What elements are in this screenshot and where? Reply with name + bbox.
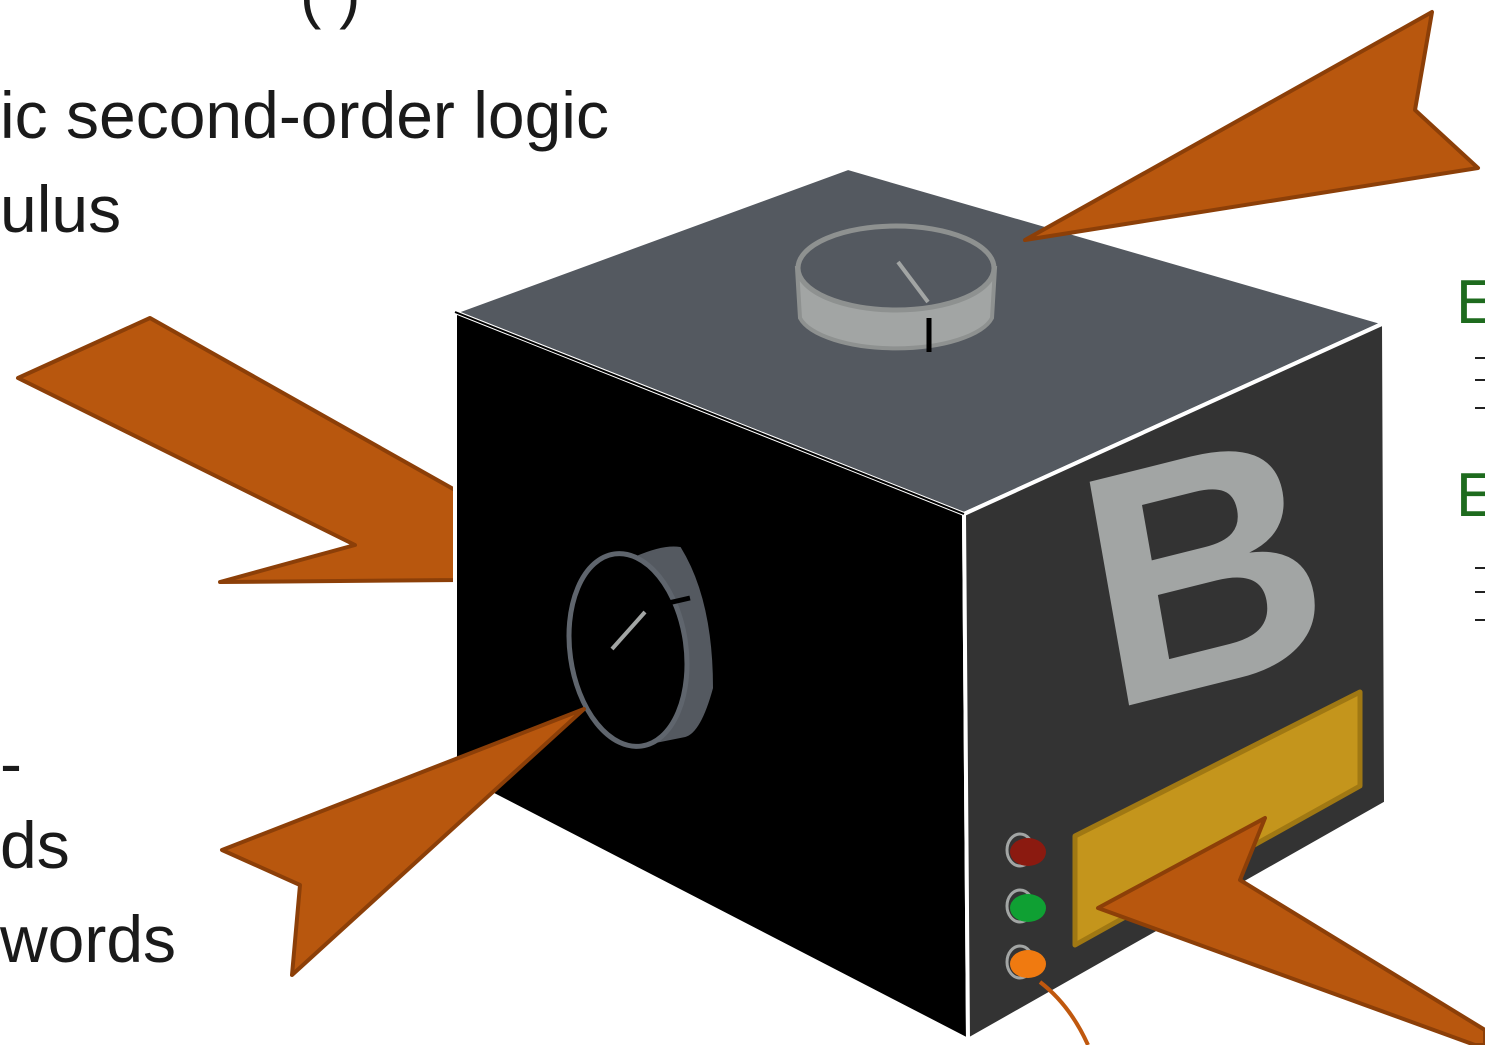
led-orange-icon — [1005, 944, 1046, 980]
top-brace-fragment: ( ) — [300, 0, 360, 26]
led-red-icon — [1005, 832, 1046, 868]
left-input-arrow-icon — [16, 316, 462, 584]
front-dial-icon[interactable] — [557, 546, 714, 754]
top-right-arrow-icon — [1023, 10, 1480, 242]
text-line-words-1: ds — [0, 808, 70, 882]
text-line-second-order-logic: ic second-order logic — [0, 78, 609, 152]
right-side-lines — [1475, 357, 1485, 621]
right-heading-2: E — [1456, 461, 1485, 530]
bottom-right-arrow-icon — [1096, 816, 1485, 1045]
text-line-calculus: ulus — [0, 172, 122, 246]
top-dial-icon[interactable] — [794, 223, 998, 352]
text-line-words-2: words — [0, 902, 177, 976]
box-right-face — [962, 321, 1388, 1042]
text-line-dash: - — [0, 726, 22, 800]
right-heading-1: E — [1456, 268, 1485, 337]
cable — [1038, 980, 1090, 1045]
bottom-left-arrow-icon — [220, 707, 586, 977]
led-green-icon — [1005, 888, 1046, 924]
